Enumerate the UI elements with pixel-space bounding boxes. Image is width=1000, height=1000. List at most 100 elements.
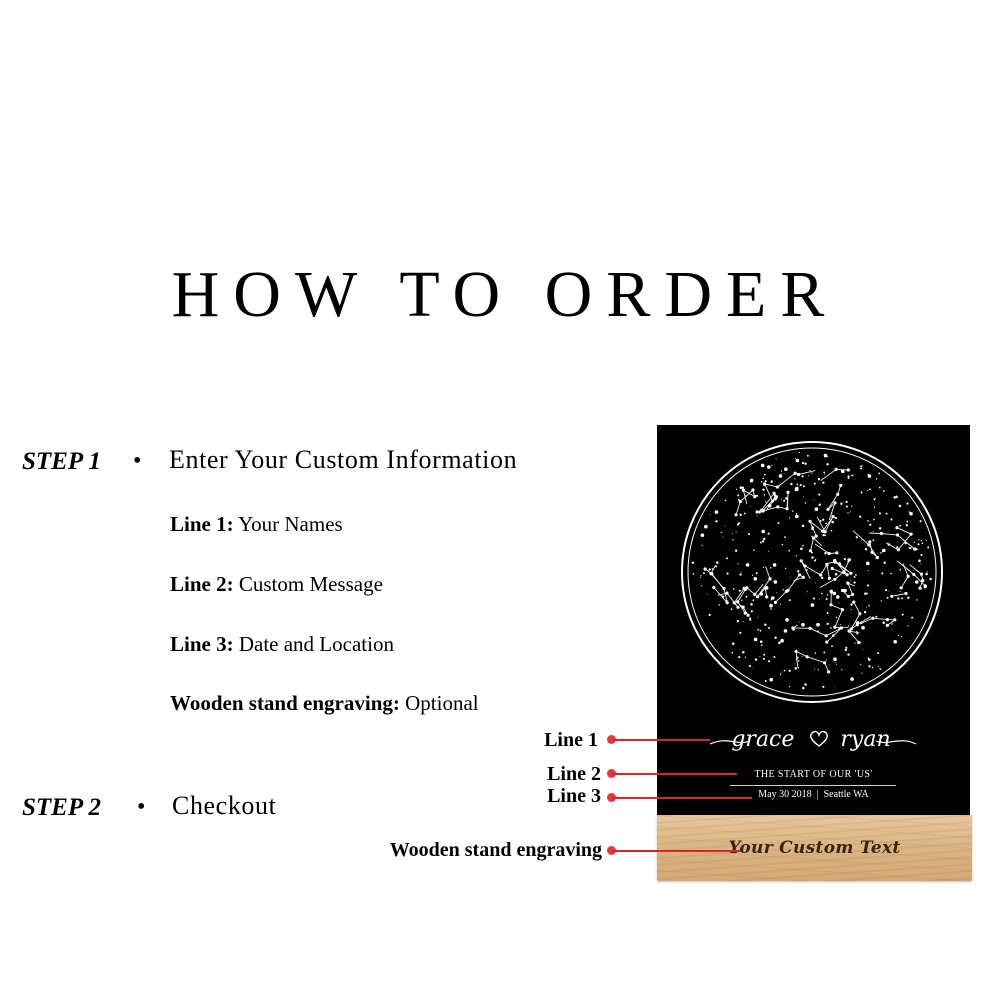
star — [826, 463, 829, 466]
step-1-item-line-3: Line 3: Date and Location — [170, 634, 394, 655]
star — [741, 486, 745, 489]
star — [866, 592, 868, 595]
constellation-star — [710, 572, 714, 576]
star — [887, 590, 889, 592]
constellation-star — [912, 572, 916, 577]
constellation-star — [725, 601, 729, 605]
star — [755, 572, 758, 575]
constellation-star — [870, 550, 874, 554]
star — [802, 544, 804, 547]
star — [833, 657, 837, 661]
star — [847, 475, 850, 478]
star — [738, 589, 741, 592]
star — [853, 576, 856, 578]
constellation-star — [847, 629, 851, 633]
star — [878, 472, 881, 475]
star — [742, 621, 744, 622]
star — [918, 559, 921, 562]
constellation-star — [755, 510, 759, 514]
constellation-line — [825, 560, 852, 576]
star — [823, 651, 826, 654]
star — [867, 474, 872, 478]
step-2-text: Checkout — [172, 791, 277, 820]
star — [804, 502, 807, 504]
constellation-star — [743, 587, 747, 591]
star — [826, 622, 829, 626]
star — [867, 570, 869, 572]
star — [788, 549, 791, 552]
constellation-star — [909, 532, 913, 536]
star — [837, 562, 842, 566]
constellation-line — [859, 617, 897, 626]
star — [861, 672, 863, 674]
star — [913, 541, 915, 544]
constellation-star — [895, 526, 899, 530]
step-2-bullet: • — [137, 794, 146, 820]
star — [737, 494, 740, 497]
star — [906, 520, 909, 523]
star — [701, 544, 703, 546]
star — [896, 546, 899, 549]
star — [765, 501, 767, 503]
callout-stand-label: Wooden stand engraving — [389, 839, 602, 861]
star — [826, 594, 829, 596]
star — [873, 506, 876, 508]
star — [814, 582, 816, 584]
star — [739, 513, 741, 515]
callout-line-1-dot — [607, 735, 616, 744]
constellation-star — [786, 490, 790, 494]
star — [773, 494, 775, 497]
star — [740, 571, 742, 573]
star — [818, 503, 821, 506]
constellation-star — [736, 600, 740, 604]
constellation-star — [868, 540, 872, 544]
constellation-star — [834, 467, 838, 471]
star — [795, 458, 797, 460]
star — [758, 511, 761, 514]
star — [845, 646, 848, 649]
star — [850, 608, 852, 610]
star — [781, 671, 783, 673]
star — [738, 656, 741, 659]
constellation-star — [819, 573, 823, 577]
star — [873, 498, 876, 501]
star — [715, 520, 718, 523]
star — [811, 526, 814, 529]
star — [795, 486, 799, 491]
star — [769, 603, 773, 608]
constellation-star — [825, 640, 829, 644]
constellation-star — [885, 618, 889, 622]
star — [704, 524, 708, 529]
star — [794, 478, 796, 480]
item-key: Line 3: — [170, 632, 234, 656]
constellation-star — [839, 626, 843, 630]
star — [785, 497, 788, 500]
constellation-star — [840, 588, 845, 593]
star — [812, 597, 816, 600]
star — [825, 522, 828, 525]
star — [798, 660, 800, 662]
star — [813, 499, 815, 501]
constellation-star — [763, 482, 767, 486]
star — [761, 540, 765, 543]
item-value: Date and Location — [233, 632, 394, 656]
star — [722, 536, 724, 538]
constellation-star — [826, 507, 830, 511]
star — [863, 610, 867, 614]
star — [791, 510, 794, 512]
constellation-star — [835, 551, 839, 555]
constellation-line — [814, 543, 837, 554]
constellation-star — [734, 513, 738, 517]
star — [868, 665, 871, 668]
star — [748, 665, 751, 668]
star — [874, 558, 876, 560]
constellation-star — [858, 612, 862, 616]
star — [820, 576, 824, 580]
star — [778, 641, 781, 645]
star — [899, 590, 901, 592]
star — [708, 568, 711, 571]
wooden-stand — [657, 815, 972, 881]
star — [806, 454, 809, 457]
star — [856, 632, 859, 635]
star — [757, 616, 759, 618]
